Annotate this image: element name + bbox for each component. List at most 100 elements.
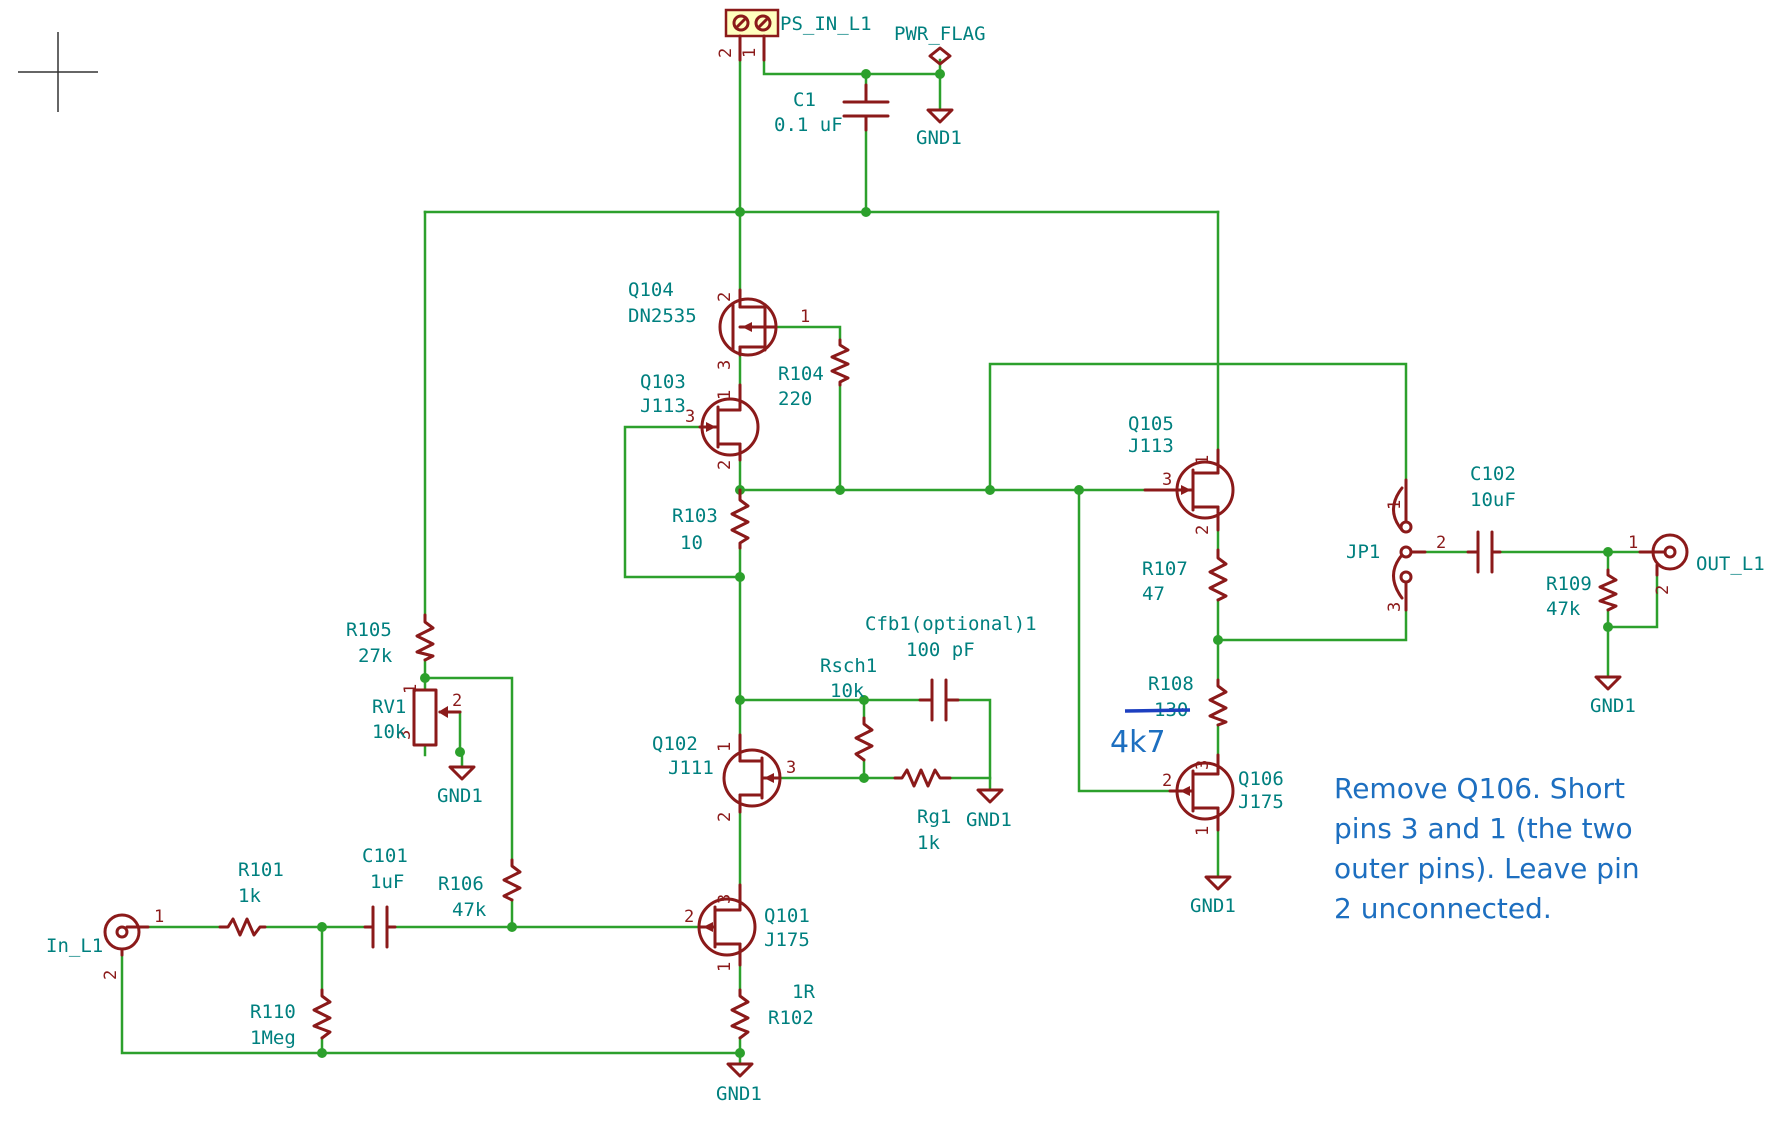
ps-in-label: PS_IN_L1	[780, 13, 872, 35]
r101-value: 1k	[238, 885, 261, 907]
resistor-r104	[830, 338, 850, 387]
resistor-r109	[1598, 568, 1618, 612]
svg-text:3: 3	[1385, 602, 1405, 612]
r109-value: 47k	[1546, 598, 1581, 620]
resistor-r110	[312, 988, 332, 1040]
rg1-value: 1k	[917, 832, 940, 854]
jumper-jp1: 1 2 3	[1385, 478, 1446, 612]
c101-ref: C101	[362, 845, 408, 867]
svg-text:2: 2	[715, 812, 735, 822]
svg-text:1: 1	[715, 390, 735, 400]
svg-text:3: 3	[1162, 470, 1172, 490]
cfb1-value: 100 pF	[906, 639, 975, 661]
rv1-ref: RV1	[372, 696, 406, 718]
svg-text:3: 3	[715, 894, 735, 904]
r107-ref: R107	[1142, 558, 1188, 580]
q106-value: J175	[1238, 791, 1284, 813]
c102-value: 10uF	[1470, 489, 1516, 511]
svg-text:2: 2	[715, 460, 735, 470]
svg-text:Remove Q106. Short: Remove Q106. Short	[1334, 772, 1625, 805]
r106-value: 47k	[452, 899, 487, 921]
svg-text:1: 1	[715, 742, 735, 752]
svg-text:2: 2	[716, 48, 736, 58]
in-label: In_L1	[46, 935, 103, 957]
cfb1-ref: Cfb1(optional)1	[865, 613, 1037, 635]
svg-text:2: 2	[684, 907, 694, 927]
svg-text:1: 1	[1193, 826, 1213, 836]
r108-ref: R108	[1148, 673, 1194, 695]
svg-text:1: 1	[1628, 533, 1638, 553]
gnd-label-out: GND1	[1590, 695, 1636, 717]
pwr-flag-label: PWR_FLAG	[894, 23, 986, 45]
svg-text:1: 1	[154, 907, 164, 927]
resistor-r101	[218, 917, 267, 937]
gnd-symbol-out	[1594, 675, 1622, 691]
potentiometer-rv1: 1 2 3	[395, 684, 462, 747]
q103-ref: Q103	[640, 371, 686, 393]
connector-in: 1 2	[101, 907, 164, 980]
svg-text:2 unconnected.: 2 unconnected.	[1334, 892, 1552, 925]
r104-value: 220	[778, 388, 812, 410]
r109-ref: R109	[1546, 573, 1592, 595]
r110-value: 1Meg	[250, 1027, 296, 1049]
r102-ref: R102	[768, 1007, 814, 1029]
r103-value: 10	[680, 532, 703, 554]
svg-text:1: 1	[715, 962, 735, 972]
out-label: OUT_L1	[1696, 553, 1765, 575]
svg-text:2: 2	[101, 970, 121, 980]
svg-text:2: 2	[1436, 533, 1446, 553]
svg-text:1: 1	[1385, 500, 1405, 510]
svg-text:2: 2	[452, 691, 462, 711]
q105-value: J113	[1128, 435, 1174, 457]
r105-ref: R105	[346, 619, 392, 641]
rg1-ref: Rg1	[917, 806, 951, 828]
jfet-q102: 1 2 3	[715, 733, 796, 822]
svg-text:1: 1	[800, 307, 810, 327]
q106-ref: Q106	[1238, 768, 1284, 790]
r107-value: 47	[1142, 583, 1165, 605]
r106-ref: R106	[438, 873, 484, 895]
r103-ref: R103	[672, 505, 718, 527]
c102-ref: C102	[1470, 463, 1516, 485]
gnd-label-main: GND1	[716, 1083, 762, 1105]
jfet-q106: 3 1 2	[1162, 753, 1235, 836]
q103-value: J113	[640, 395, 686, 417]
svg-text:3: 3	[395, 730, 415, 740]
svg-text:1: 1	[740, 48, 760, 58]
gnd-label-rg1: GND1	[966, 809, 1012, 831]
resistor-rg1	[893, 768, 952, 788]
svg-text:3: 3	[1193, 760, 1213, 770]
gnd-label-q106: GND1	[1190, 895, 1236, 917]
svg-text:outer pins). Leave pin: outer pins). Leave pin	[1334, 852, 1640, 885]
pwr-flag-symbol	[928, 46, 952, 66]
svg-text:3: 3	[685, 407, 695, 427]
connector-out: 1 2	[1628, 533, 1689, 595]
r108-handwritten-value: 4k7	[1110, 725, 1166, 760]
strike-mark	[1124, 708, 1191, 713]
gnd-symbol-rg1	[976, 788, 1004, 804]
jfet-q103: 1 2 3	[685, 383, 760, 470]
svg-text:3: 3	[715, 360, 735, 370]
rv1-value: 10k	[372, 721, 407, 743]
c101-value: 1uF	[370, 871, 404, 893]
jfet-q105: 1 2 3	[1143, 448, 1235, 535]
r105-value: 27k	[358, 645, 393, 667]
capacitor-cfb1	[918, 678, 960, 722]
c1-ref: C1	[793, 89, 816, 111]
resistor-r107	[1208, 548, 1228, 602]
svg-text:2: 2	[1162, 771, 1172, 791]
annotation-note: Remove Q106. Short pins 3 and 1 (the two…	[1334, 772, 1640, 925]
gnd-symbol-main	[726, 1062, 754, 1078]
svg-text:2: 2	[715, 292, 735, 302]
q101-ref: Q101	[764, 905, 810, 927]
capacitor-c102	[1466, 530, 1502, 574]
q102-ref: Q102	[652, 733, 698, 755]
capacitor-c101	[363, 905, 397, 949]
jp1-ref: JP1	[1346, 541, 1380, 563]
svg-text:2: 2	[1653, 585, 1673, 595]
gnd-symbol-pwr	[926, 108, 954, 124]
gnd-label-rv1: GND1	[437, 785, 483, 807]
svg-text:1: 1	[401, 684, 421, 694]
resistor-r108	[1208, 678, 1228, 727]
